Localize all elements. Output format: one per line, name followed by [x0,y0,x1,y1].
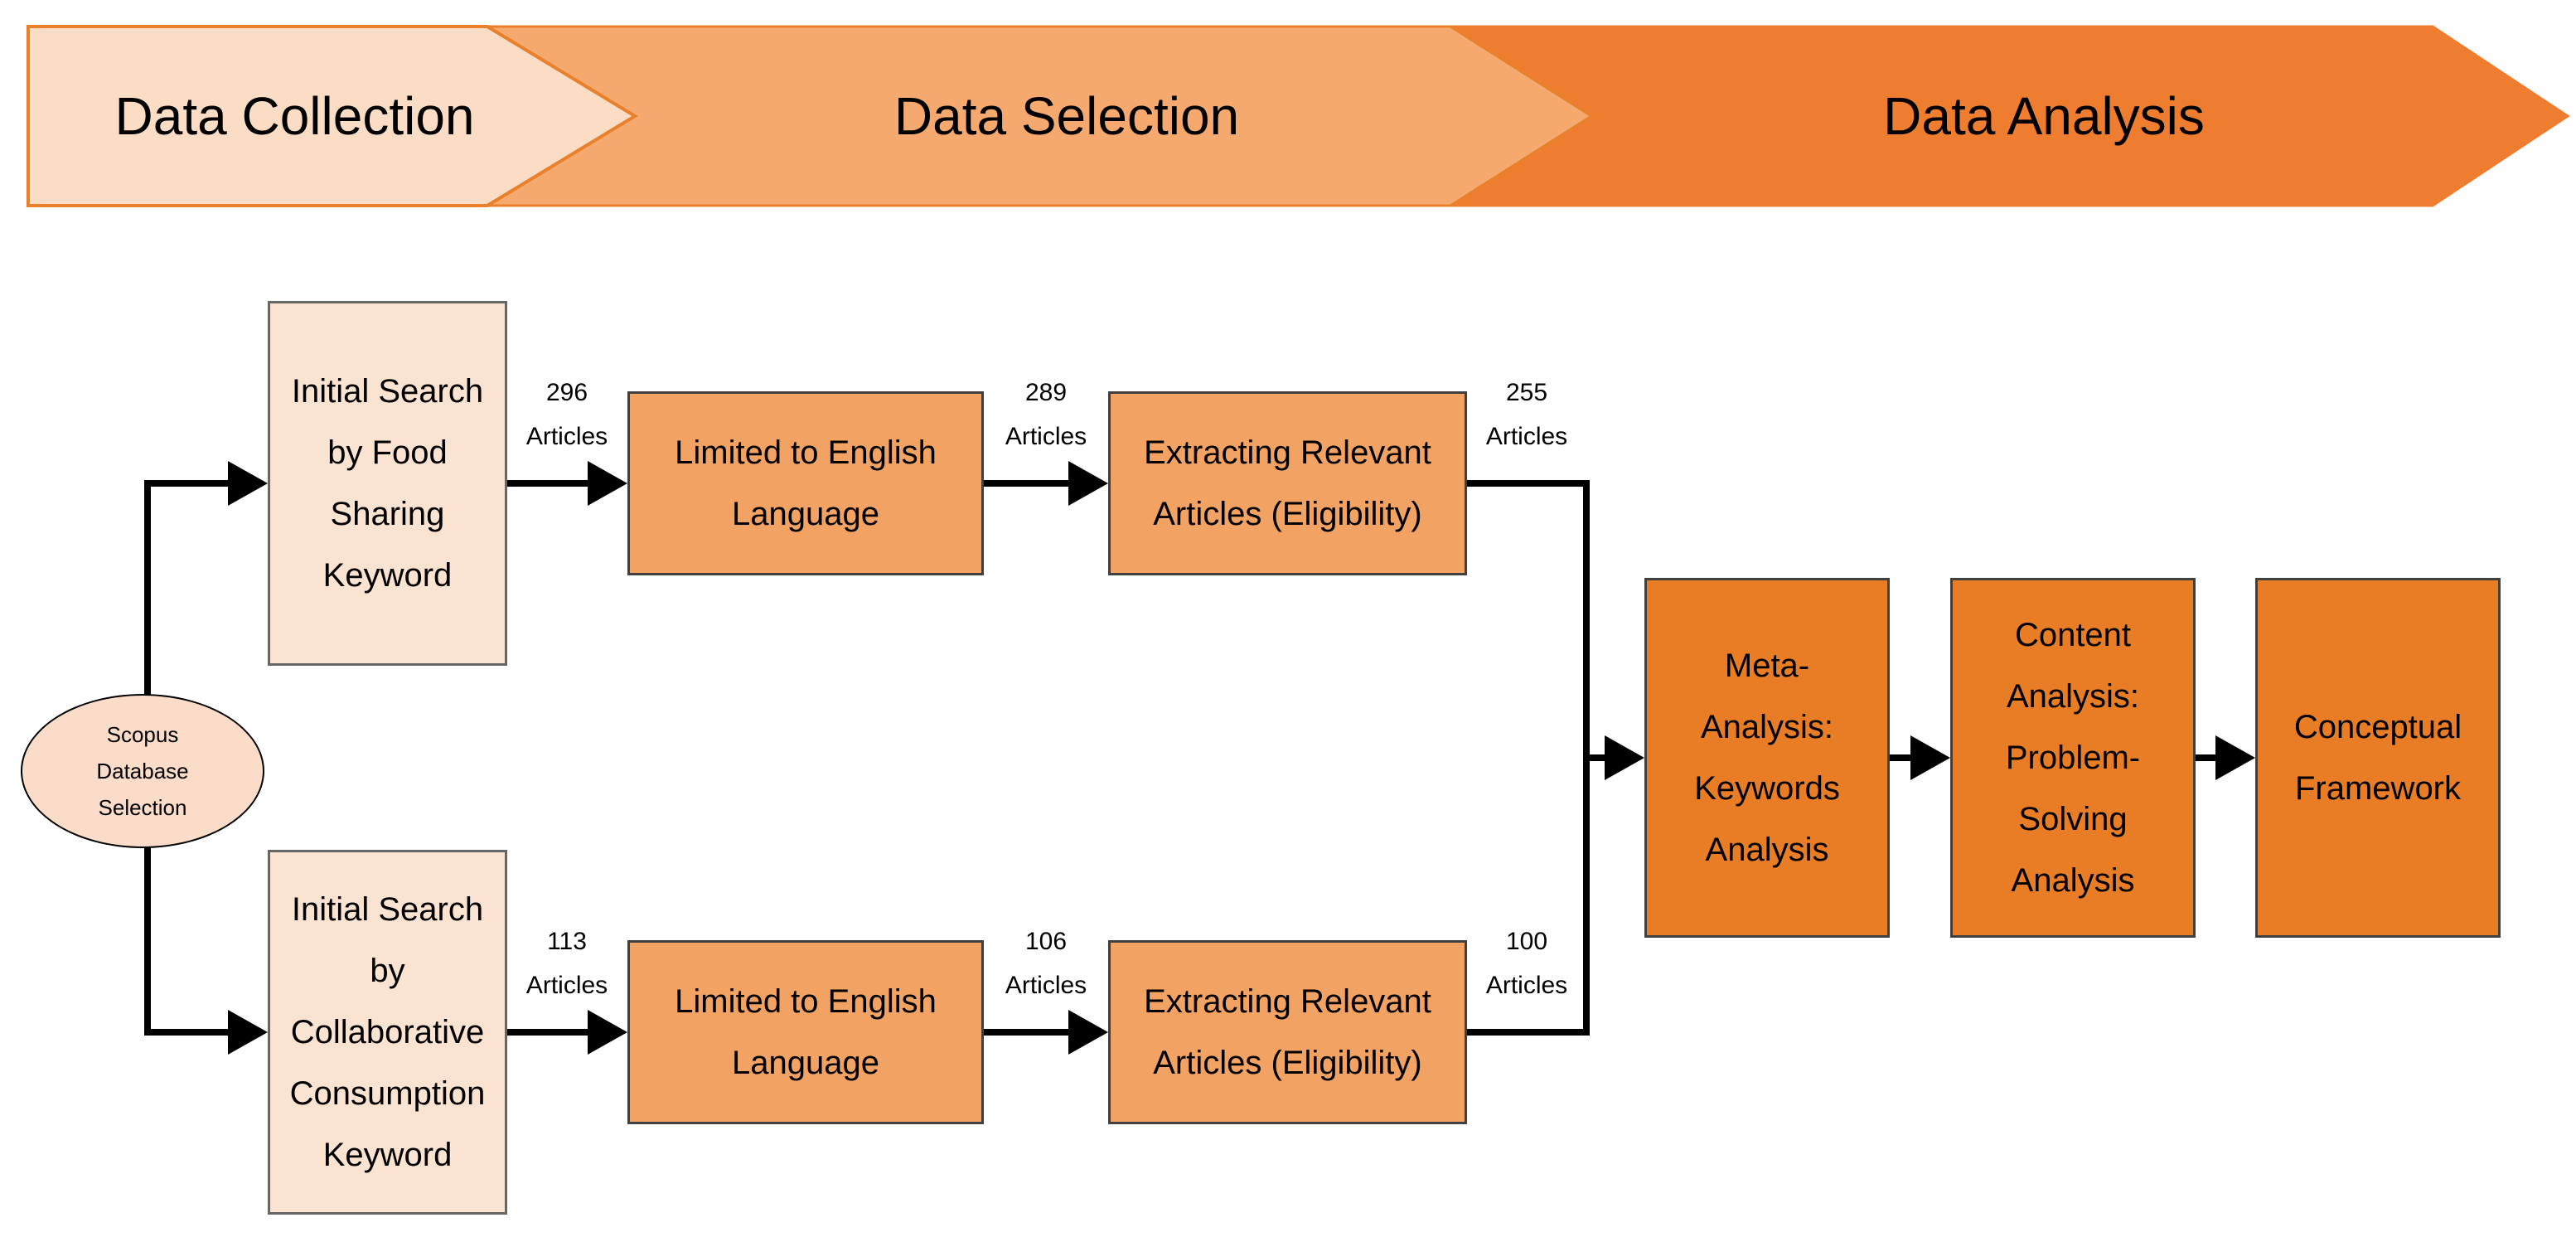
node-label: Extracting Relevant Articles (Eligibilit… [1144,983,1431,1081]
node-limited-english-collaborative: Limited to English Language [627,940,984,1124]
flow-label-food-eligible-result: 255 Articles [1452,371,1601,458]
node-label: Initial Search by Food Sharing Keyword [291,373,484,594]
arrowhead [1605,735,1644,780]
connector-line [1467,480,1590,758]
banner-chevron-data-collection [27,25,638,207]
scopus-database-ellipse: Scopus Database Selection [21,694,264,848]
node-extracting-relevant-collaborative: Extracting Relevant Articles (Eligibilit… [1108,940,1467,1124]
node-initial-search-food-sharing: Initial Search by Food Sharing Keyword [268,301,507,666]
node-label: Conceptual Framework [2293,709,2462,807]
connector-content-to-conceptual [2196,735,2255,780]
flow-label-food-search-result: 296 Articles [492,371,642,458]
node-extracting-relevant-food: Extracting Relevant Articles (Eligibilit… [1108,391,1467,575]
node-label: Content Analysis: Problem- Solving Analy… [2005,617,2141,899]
connector-food-search-to-english [507,461,627,506]
node-label: Meta- Analysis: Keywords Analysis [1694,648,1840,868]
node-label: Initial Search by Collaborative Consumpt… [289,891,486,1173]
flow-label-collaborative-eligible-result: 100 Articles [1452,920,1601,1007]
node-conceptual-framework: Conceptual Framework [2255,578,2501,938]
arrowhead [588,1010,627,1055]
arrowhead [2215,735,2255,780]
node-content-analysis: Content Analysis: Problem- Solving Analy… [1950,578,2196,938]
connector-collaborative-search-to-english [507,1010,627,1055]
flow-unit: Articles [1485,422,1568,450]
node-label: Limited to English Language [675,983,937,1081]
arrowhead [1910,735,1950,780]
flow-count: 289 [1024,379,1068,406]
flow-count: 255 [1505,379,1548,406]
connector-line [144,846,230,1036]
flow-unit: Articles [525,971,608,999]
node-label: Extracting Relevant Articles (Eligibilit… [1144,434,1431,532]
flow-unit: Articles [1005,422,1087,450]
flow-count: 106 [1024,928,1068,955]
banner-chevron-data-selection [472,25,1594,207]
node-meta-analysis: Meta- Analysis: Keywords Analysis [1644,578,1890,938]
flow-unit: Articles [1485,971,1568,999]
connector-scopus-to-collaborative-search [144,846,268,1055]
arrowhead [1068,461,1108,506]
flow-count: 100 [1505,928,1548,955]
connector-merge-to-meta-analysis [1583,735,1644,780]
banner-chevron-data-analysis [1444,25,2570,207]
arrowhead [1068,1010,1108,1055]
node-limited-english-food: Limited to English Language [627,391,984,575]
connector-food-extracting-to-merge [1467,480,1590,758]
flow-label-collaborative-english-result: 106 Articles [971,920,1121,1007]
connector-collaborative-english-to-extracting [984,1010,1108,1055]
connector-meta-to-content-analysis [1890,735,1950,780]
flow-label-collaborative-search-result: 113 Articles [492,920,642,1007]
flow-label-food-english-result: 289 Articles [971,371,1121,458]
connector-collaborative-extracting-to-merge [1467,758,1590,1036]
arrowhead [588,461,627,506]
node-initial-search-collaborative: Initial Search by Collaborative Consumpt… [268,850,507,1215]
arrowhead [228,461,268,506]
flow-count: 113 [547,928,587,955]
connector-line [144,480,230,696]
flow-unit: Articles [1005,971,1087,999]
flow-count: 296 [545,379,588,406]
connector-line [1467,758,1590,1036]
connector-scopus-to-food-search [144,461,268,696]
connector-food-english-to-extracting [984,461,1108,506]
arrowhead [228,1010,268,1055]
node-label: Limited to English Language [675,434,937,532]
flow-unit: Articles [525,422,608,450]
scopus-database-label: Scopus Database Selection [96,721,189,821]
